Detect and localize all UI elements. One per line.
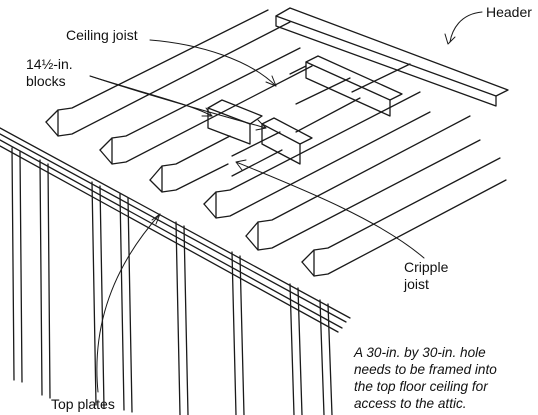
caption-line-3: the top floor ceiling for — [354, 379, 488, 394]
header-board — [275, 7, 509, 107]
wall-studs — [11, 147, 333, 415]
blocks-label-line1: 14½-in. — [26, 56, 73, 72]
top-plates-label: Top plates — [51, 396, 115, 412]
ceiling-joists — [45, 9, 507, 277]
caption-line-1: A 30-in. by 30-in. hole — [354, 345, 486, 360]
top-plates — [0, 127, 351, 333]
cripple-label-line2: joist — [404, 276, 429, 292]
caption-line-2: needs to be framed into — [354, 362, 497, 377]
leader-lines — [89, 11, 483, 393]
header-label: Header — [486, 4, 532, 20]
cripple-label-line1: Cripple — [404, 259, 449, 275]
blocks-label-line2: blocks — [26, 73, 66, 89]
figure-caption: A 30-in. by 30-in. hole needs to be fram… — [354, 344, 497, 412]
cripple-joist-label: Cripple joist — [404, 259, 448, 293]
ceiling-joist-label: Ceiling joist — [66, 27, 138, 43]
caption-line-4: access to the attic. — [354, 396, 467, 411]
blocks-and-cripple — [207, 55, 411, 177]
blocks-label: 14½-in. blocks — [26, 56, 73, 90]
